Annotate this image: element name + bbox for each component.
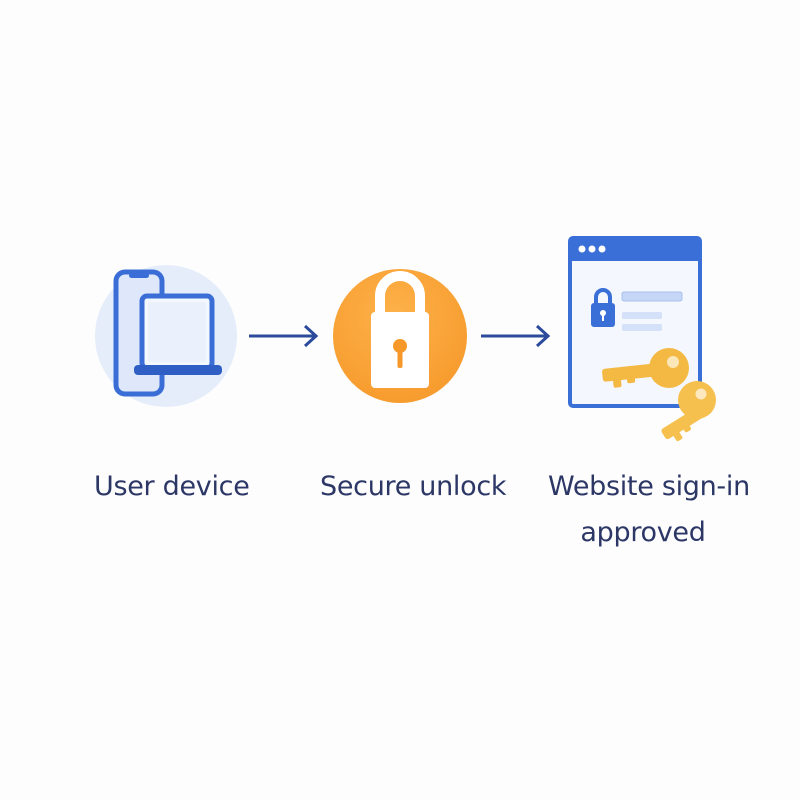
- step-caption-user-device: User device: [94, 464, 250, 510]
- caption-line: approved: [580, 517, 706, 548]
- padlock-icon: [333, 269, 467, 403]
- browser-keys-icon: [568, 236, 716, 442]
- arrow-right-icon: [481, 324, 551, 348]
- devices-icon: [95, 265, 237, 407]
- caption-line: User device: [94, 471, 250, 502]
- step-caption-secure-unlock: Secure unlock: [320, 464, 507, 510]
- caption-line: Website sign-in: [548, 471, 750, 502]
- caption-line: Secure unlock: [320, 471, 507, 502]
- arrow-right-icon: [249, 324, 319, 348]
- step-caption-website-signin: Website sign-in approved: [548, 464, 750, 556]
